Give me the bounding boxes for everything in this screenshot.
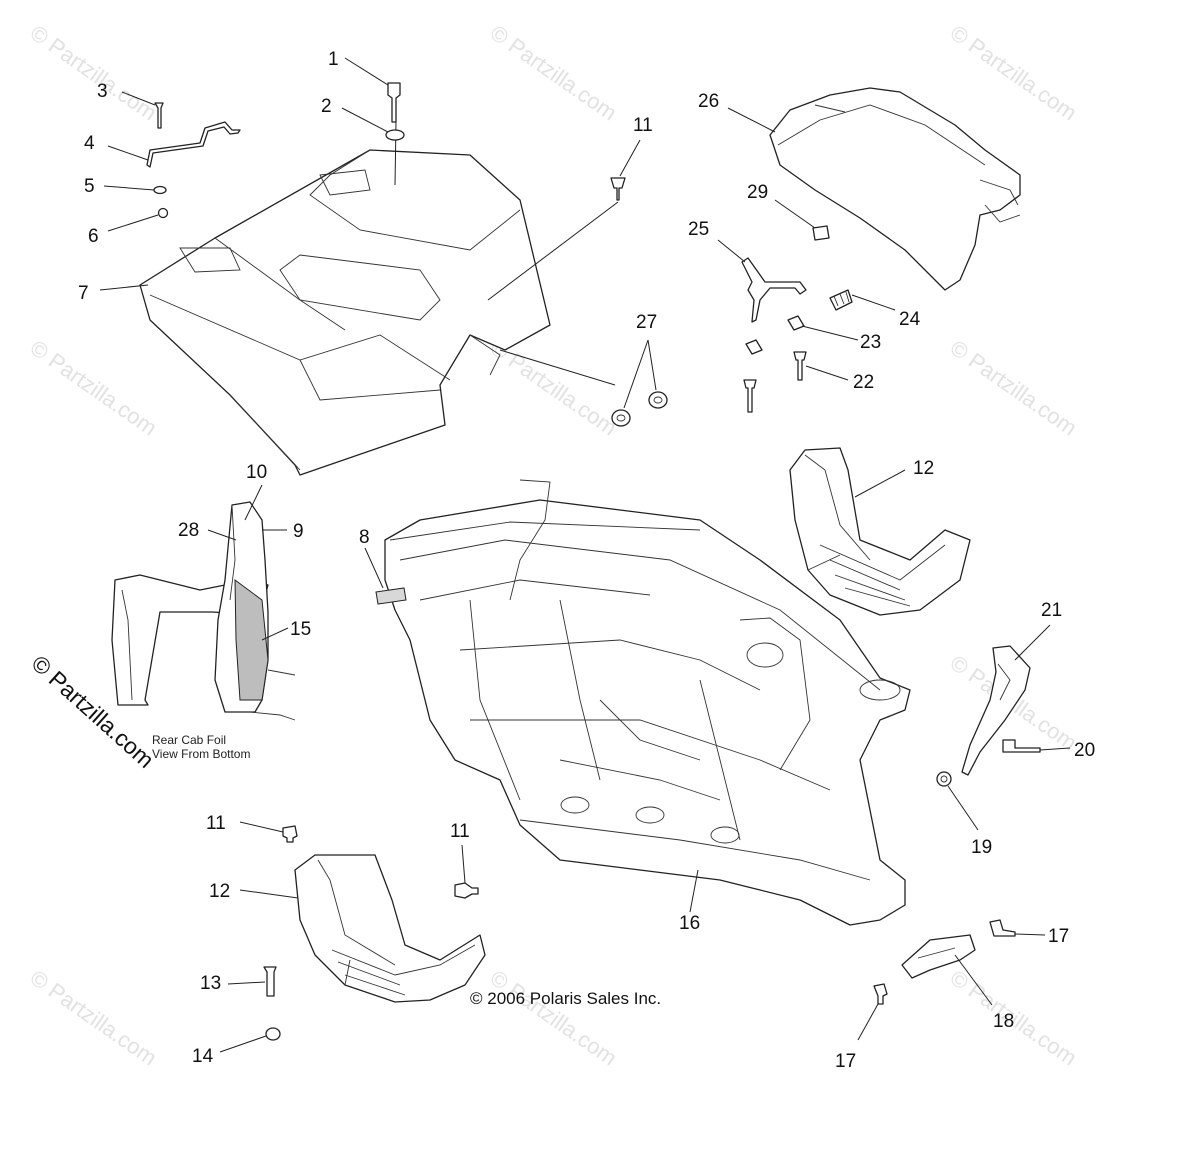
screw bbox=[873, 983, 888, 1005]
push-rivet bbox=[610, 177, 626, 201]
copyright-text: © 2006 Polaris Sales Inc. bbox=[470, 989, 662, 1008]
nut bbox=[265, 1027, 281, 1041]
bracket bbox=[961, 645, 1031, 776]
callout-23: 23 bbox=[860, 332, 882, 353]
main-frame bbox=[384, 479, 911, 926]
rear-cab bbox=[139, 149, 551, 476]
nut bbox=[157, 207, 169, 219]
callout-9: 9 bbox=[293, 521, 304, 542]
leader-line bbox=[99, 284, 149, 291]
callout-13: 13 bbox=[200, 973, 222, 994]
callout-12: 12 bbox=[913, 458, 935, 479]
inset-note-line1: Rear Cab Foil bbox=[152, 733, 227, 747]
callout-1: 1 bbox=[328, 49, 339, 70]
callout-22: 22 bbox=[853, 372, 875, 393]
callout-12: 12 bbox=[209, 881, 231, 902]
screw bbox=[154, 102, 164, 129]
seat-pin bbox=[793, 351, 807, 381]
callout-26: 26 bbox=[698, 91, 720, 112]
footwell-left bbox=[294, 854, 486, 1003]
washer bbox=[385, 129, 405, 141]
inset-note-line2: View From Bottom bbox=[152, 747, 251, 761]
decal bbox=[375, 587, 407, 605]
washer bbox=[153, 185, 167, 195]
grommet bbox=[648, 391, 668, 409]
rod bbox=[146, 121, 241, 168]
callout-3: 3 bbox=[97, 81, 108, 102]
push-rivet bbox=[454, 882, 479, 899]
callout-21: 21 bbox=[1041, 600, 1063, 621]
screw bbox=[989, 919, 1016, 937]
inset-note: Rear Cab Foil View From Bottom bbox=[152, 733, 250, 761]
callout-20: 20 bbox=[1074, 740, 1096, 761]
callout-2: 2 bbox=[321, 96, 332, 117]
callout-24: 24 bbox=[899, 309, 921, 330]
callout-6: 6 bbox=[88, 226, 99, 247]
clip bbox=[745, 339, 763, 355]
callout-29: 29 bbox=[747, 182, 769, 203]
callout-11: 11 bbox=[450, 821, 470, 842]
grommet bbox=[611, 409, 631, 427]
push-rivet bbox=[282, 825, 298, 843]
callout-4: 4 bbox=[84, 133, 95, 154]
callout-11: 11 bbox=[206, 813, 226, 834]
callout-17: 17 bbox=[835, 1051, 857, 1072]
rubber-bumper bbox=[812, 225, 830, 241]
callout-5: 5 bbox=[84, 176, 95, 197]
seat-latch bbox=[741, 257, 807, 323]
nut bbox=[936, 771, 952, 787]
rear-cab-foil-inset bbox=[111, 501, 296, 721]
callout-28: 28 bbox=[178, 520, 200, 541]
screw bbox=[1002, 739, 1041, 753]
bolt bbox=[263, 966, 277, 997]
footwell-right bbox=[789, 447, 971, 616]
callout-18: 18 bbox=[993, 1011, 1015, 1032]
callout-19: 19 bbox=[971, 837, 993, 858]
clip bbox=[787, 315, 805, 331]
callout-25: 25 bbox=[688, 219, 710, 240]
callout-7: 7 bbox=[78, 283, 89, 304]
callout-27: 27 bbox=[636, 312, 658, 333]
seat bbox=[769, 87, 1021, 291]
bracket bbox=[901, 934, 976, 979]
bolt bbox=[387, 82, 401, 123]
callout-15: 15 bbox=[290, 619, 312, 640]
callout-17: 17 bbox=[1048, 926, 1070, 947]
seat-pin bbox=[743, 379, 757, 413]
callout-11: 11 bbox=[633, 115, 653, 136]
callout-16: 16 bbox=[679, 913, 701, 934]
callout-10: 10 bbox=[246, 462, 268, 483]
callout-14: 14 bbox=[192, 1046, 214, 1067]
callout-8: 8 bbox=[359, 527, 370, 548]
